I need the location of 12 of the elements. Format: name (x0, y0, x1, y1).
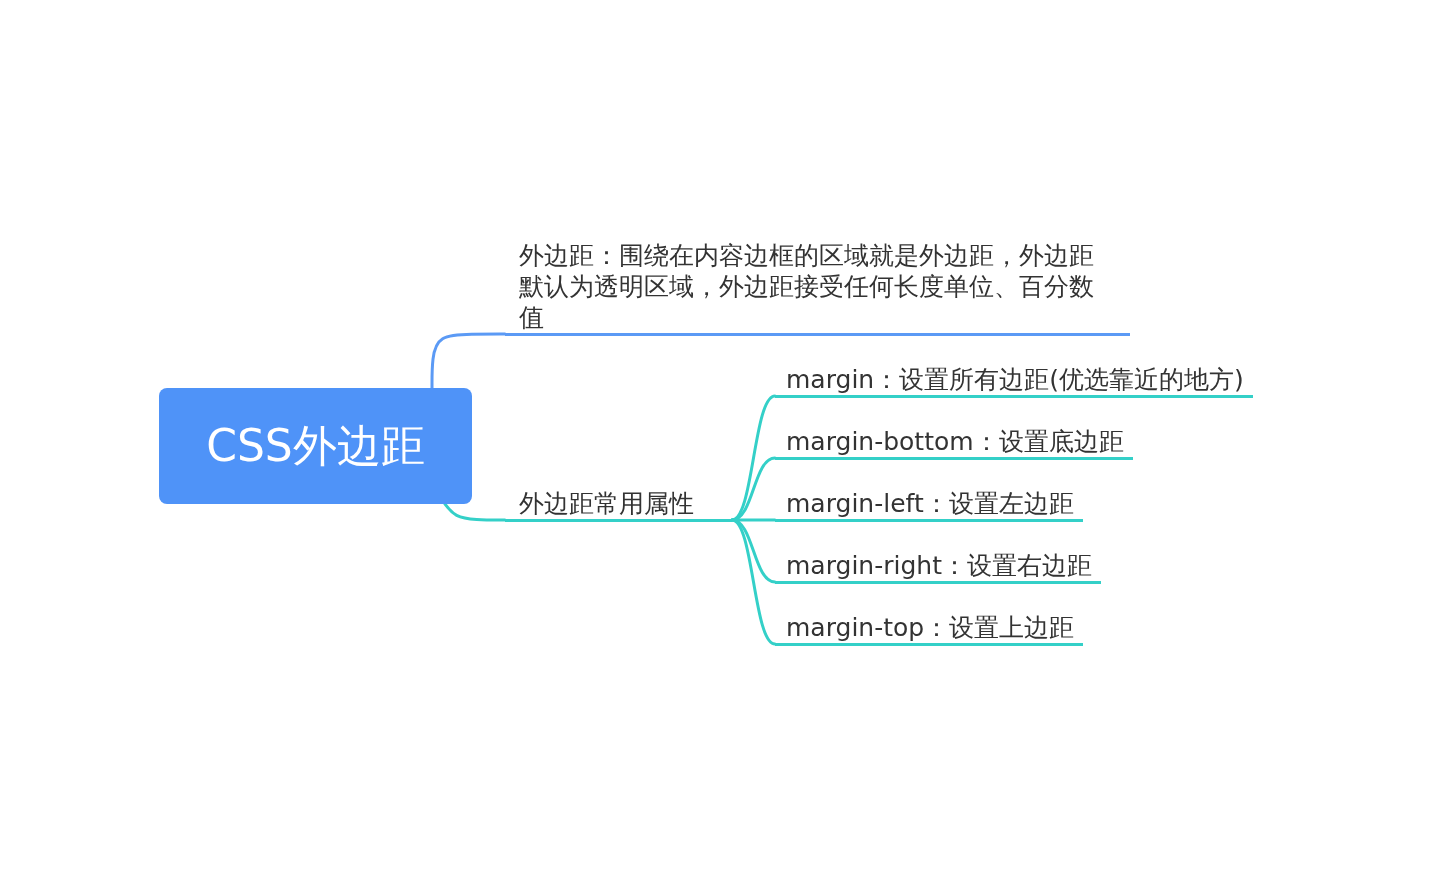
branch-topic: margin：设置所有边距(优选靠近的地方) (775, 363, 1253, 398)
branch-connector (730, 456, 777, 522)
branch-connector (430, 332, 507, 390)
branch-connector (730, 518, 777, 646)
branch-topic: 外边距：围绕在内容边框的区域就是外边距，外边距默认为透明区域，外边距接受任何长度单位、百分数值 (505, 239, 1130, 336)
branch-topic: margin-left：设置左边距 (775, 487, 1083, 522)
branch-connector (443, 502, 507, 522)
branch-topic: margin-top：设置上边距 (775, 611, 1084, 646)
branch-topic: 外边距常用属性 (505, 487, 732, 522)
branch-topic: margin-right：设置右边距 (775, 549, 1101, 584)
branch-topic: margin-bottom：设置底边距 (775, 425, 1133, 460)
central-topic-box: CSS外边距 (159, 388, 472, 504)
